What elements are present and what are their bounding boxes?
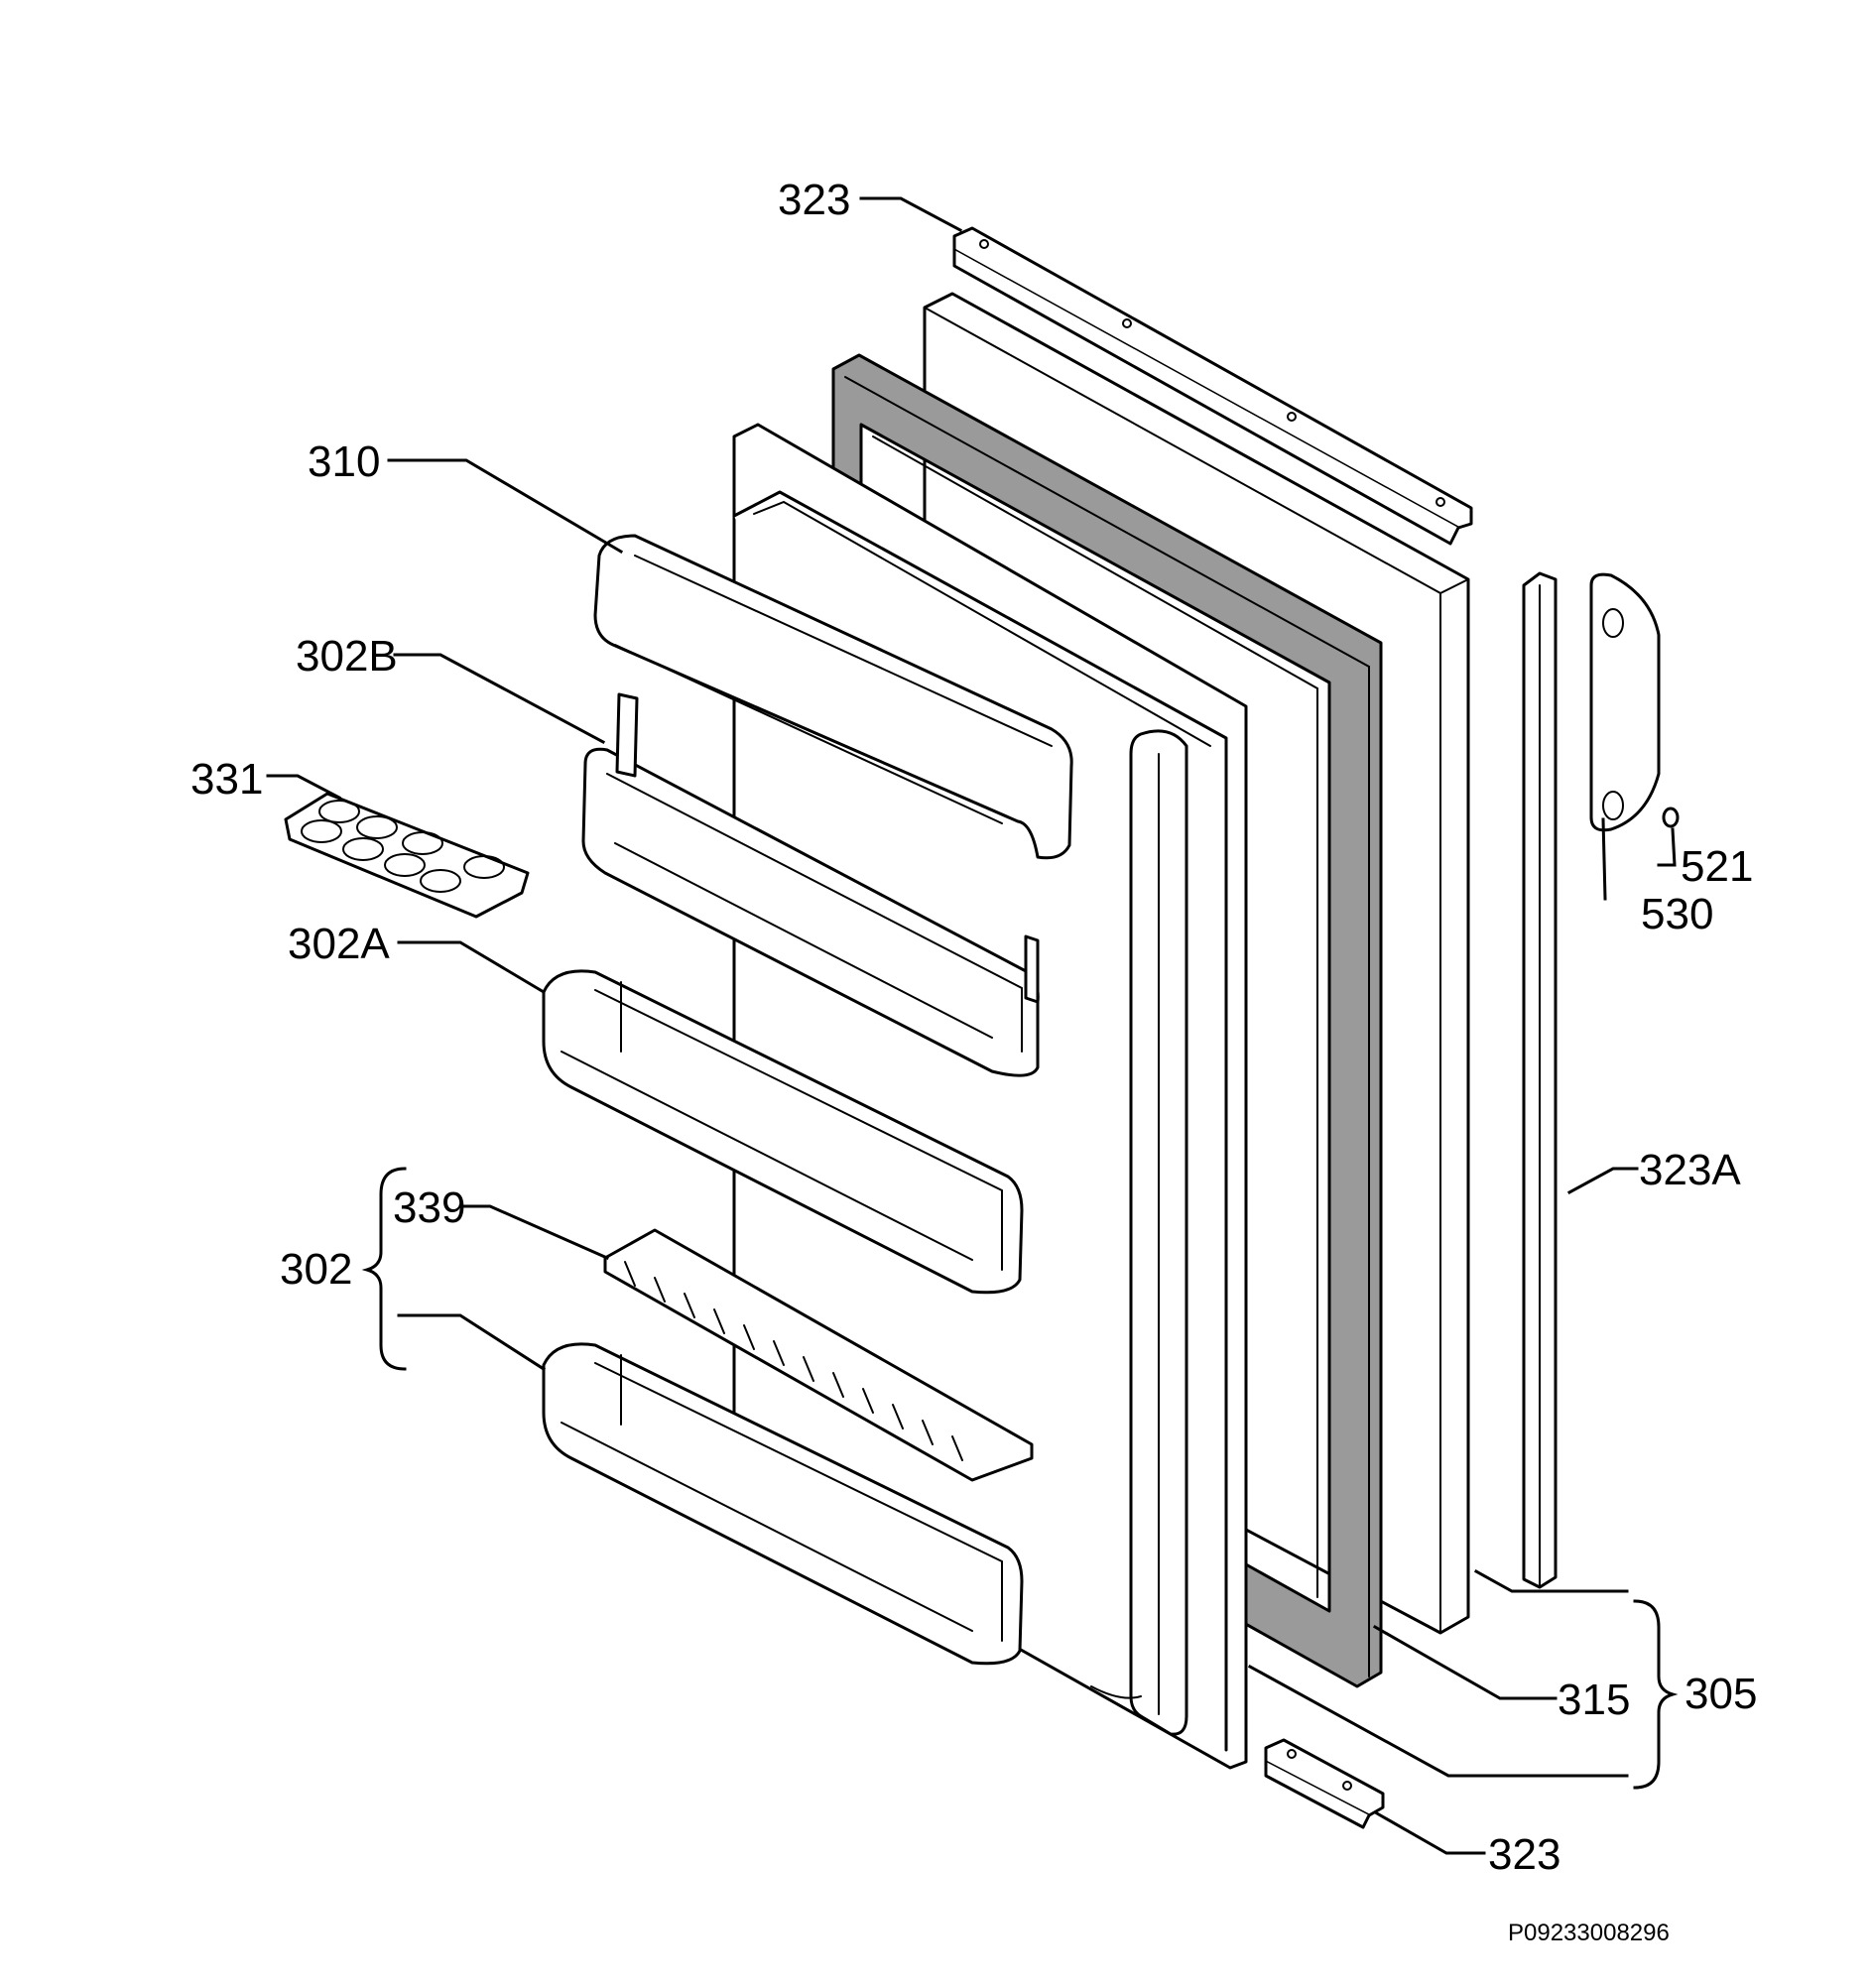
label-302a: 302A (288, 920, 390, 968)
top-hinge-bracket (952, 226, 1473, 546)
dairy-compartment-lid (593, 534, 1073, 860)
egg-tray (284, 792, 530, 919)
part-labels: 323 310 302B 331 302A 339 302 521 530 32… (190, 176, 1757, 1946)
label-323a: 323A (1639, 1146, 1741, 1194)
brace-305 (1633, 1599, 1679, 1790)
label-339: 339 (393, 1183, 465, 1232)
brace-302 (361, 1167, 407, 1371)
inner-door-liner (732, 423, 1248, 1770)
label-331: 331 (190, 755, 263, 804)
door-shelf-302a (542, 969, 1024, 1295)
label-305: 305 (1685, 1670, 1757, 1718)
side-profile-323a (1522, 571, 1558, 1589)
leader-lines (266, 196, 1677, 1855)
reference-code: P09233008296 (1508, 1920, 1670, 1946)
label-302b: 302B (296, 632, 398, 681)
label-530: 530 (1641, 890, 1713, 938)
bottom-hinge-bracket (1264, 1738, 1385, 1829)
label-323-bottom: 323 (1488, 1830, 1560, 1879)
braces (361, 1167, 1679, 1790)
label-521: 521 (1681, 842, 1753, 891)
door-shelf-302 (542, 1342, 1024, 1666)
label-310: 310 (308, 437, 380, 486)
label-323-top: 323 (778, 176, 850, 224)
label-315: 315 (1558, 1676, 1630, 1724)
bottle-retainer (603, 1228, 1034, 1482)
door-handle (1589, 572, 1661, 832)
door-shelf-302b (581, 692, 1040, 1077)
screw-cover (1662, 807, 1680, 828)
label-302: 302 (280, 1245, 352, 1294)
